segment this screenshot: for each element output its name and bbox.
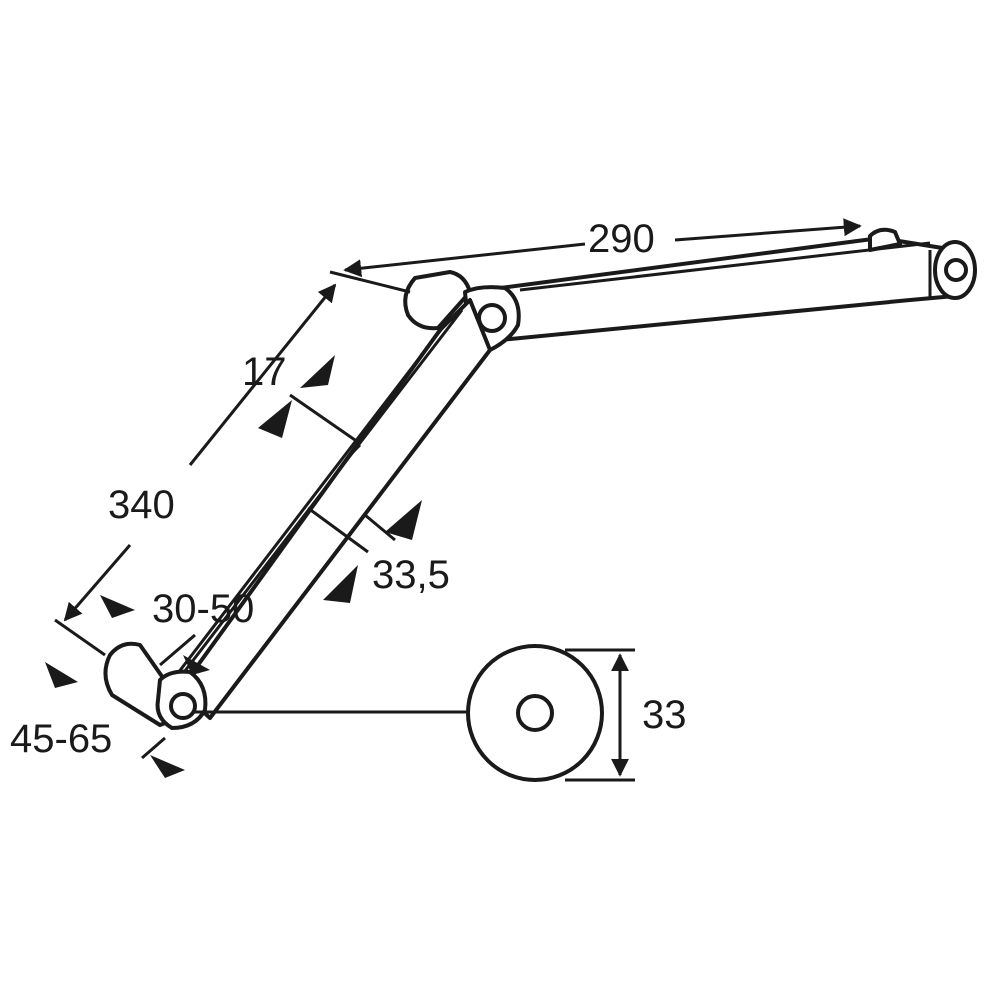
lower-arm xyxy=(163,298,492,720)
dim-340-line-top xyxy=(188,283,337,466)
dim-17-arrow-bottom xyxy=(258,400,292,438)
separate-roller xyxy=(195,644,604,782)
lower-arm-split xyxy=(348,443,362,457)
dim-290-line-left xyxy=(343,242,586,278)
dim-17-arrow-top xyxy=(300,355,335,388)
dim-45-65-arrow-bottom xyxy=(150,755,185,778)
dim-340-line-bottom xyxy=(63,544,132,622)
dim-33-5-label: 33,5 xyxy=(372,553,450,597)
dim-290-ext-left xyxy=(329,270,411,294)
dim-17: 17 xyxy=(242,350,356,442)
dim-17-ext xyxy=(289,393,356,442)
dim-45-65-arrow-top xyxy=(45,662,78,688)
dim-290-line-right xyxy=(674,218,862,242)
dim-45-65-label: 45-65 xyxy=(10,717,112,761)
roller-hole xyxy=(516,694,554,732)
upper-arm-edge xyxy=(519,241,931,292)
dim-45-65-ext xyxy=(141,736,166,760)
upper-arm-cap xyxy=(868,227,902,252)
dim-30-50-arrow-right xyxy=(183,655,210,675)
lower-pivot-hole xyxy=(169,692,197,720)
lower-mount xyxy=(103,641,208,730)
dim-45-65: 45-65 xyxy=(10,662,185,778)
dim-340-ext-bottom xyxy=(54,618,106,657)
upper-arm-end-hole xyxy=(944,258,968,282)
dim-290: 290 xyxy=(329,217,862,294)
dim-30-50: 30-50 xyxy=(100,587,254,675)
lower-arm-groove-1 xyxy=(163,317,452,691)
upper-arm xyxy=(468,227,977,342)
dim-30-50-arrow-left xyxy=(100,595,135,618)
upper-arm-body xyxy=(468,236,957,342)
dim-33-5-ext-1 xyxy=(307,506,369,554)
lower-arm-body xyxy=(178,298,492,720)
elbow-roller xyxy=(403,270,472,331)
dim-33-5: 33,5 xyxy=(307,500,450,603)
dim-340-label: 340 xyxy=(108,483,175,527)
lower-arm-groove-2 xyxy=(176,309,464,681)
dim-33-5-arrow-bottom xyxy=(323,565,358,603)
dim-33-5-arrow-top xyxy=(385,500,422,540)
dim-33: 33 xyxy=(565,648,687,782)
dim-30-50-label: 30-50 xyxy=(152,587,254,631)
dim-340: 340 xyxy=(54,283,337,657)
dim-33-label: 33 xyxy=(642,693,687,737)
dim-30-50-ext xyxy=(159,633,196,667)
dim-290-label: 290 xyxy=(588,217,655,261)
dim-33-5-ext-2 xyxy=(364,513,396,542)
